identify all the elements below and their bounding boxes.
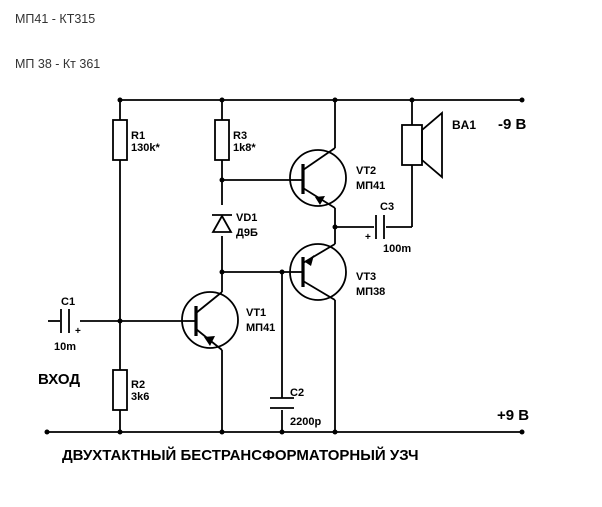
c3-value: 100m (383, 243, 411, 255)
c1-value: 10m (54, 341, 76, 353)
r1-ref: R1 (131, 130, 145, 142)
vt2-value: МП41 (356, 180, 385, 192)
junctions (117, 97, 415, 435)
c2-value: 2200p (290, 416, 321, 428)
top-rail (120, 97, 525, 103)
r2-value: 3k6 (131, 391, 149, 403)
ba1-ref: BA1 (452, 118, 476, 132)
resistor-r2 (112, 369, 128, 411)
bottom-rail-label: +9 В (497, 407, 529, 424)
top-rail-label: -9 В (498, 116, 527, 133)
c3-plus: + (365, 232, 371, 243)
c1-plus: + (75, 326, 81, 337)
capacitor-c2 (270, 397, 294, 409)
resistor-r1 (112, 119, 128, 161)
input-label: ВХОД (38, 371, 80, 388)
note-transistor-substitute-1: МП41 - КТ315 (15, 12, 96, 26)
r1-value: 130k* (131, 142, 160, 154)
vt1-value: МП41 (246, 322, 275, 334)
capacitor-c3 (375, 215, 385, 239)
vt3-value: МП38 (356, 286, 385, 298)
c3-ref: C3 (380, 201, 394, 213)
vt3-ref: VT3 (356, 271, 376, 283)
r2-ref: R2 (131, 379, 145, 391)
capacitor-c1 (60, 309, 70, 333)
vt1-ref: VT1 (246, 307, 266, 319)
transistor-vt3 (289, 243, 347, 301)
transistor-vt2 (289, 147, 347, 209)
note-transistor-substitute-2: МП 38 - Кт 361 (15, 57, 101, 71)
c2-ref: C2 (290, 387, 304, 399)
vd1-ref: VD1 (236, 212, 257, 224)
schematic-caption: ДВУХТАКТНЫЙ БЕСТРАНСФОРМАТОРНЫЙ УЗЧ (62, 446, 419, 464)
transistor-vt1 (181, 291, 239, 351)
c1-ref: C1 (61, 296, 75, 308)
vd1-value: Д9Б (236, 227, 258, 239)
resistor-r3 (214, 119, 230, 161)
diode-vd1 (211, 214, 233, 233)
speaker-ba1 (401, 111, 443, 179)
r3-value: 1k8* (233, 142, 256, 154)
r3-ref: R3 (233, 130, 247, 142)
wires (48, 100, 413, 432)
vt2-ref: VT2 (356, 165, 376, 177)
